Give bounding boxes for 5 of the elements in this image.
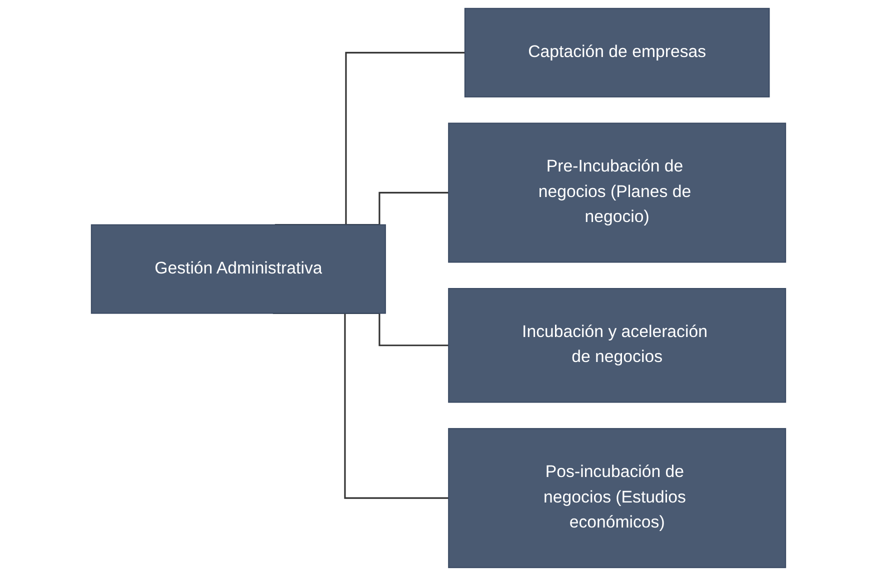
node-box (464, 8, 770, 98)
node-box (448, 288, 786, 403)
node-box (90, 224, 386, 314)
node-box (448, 122, 786, 263)
node-box (448, 428, 786, 568)
